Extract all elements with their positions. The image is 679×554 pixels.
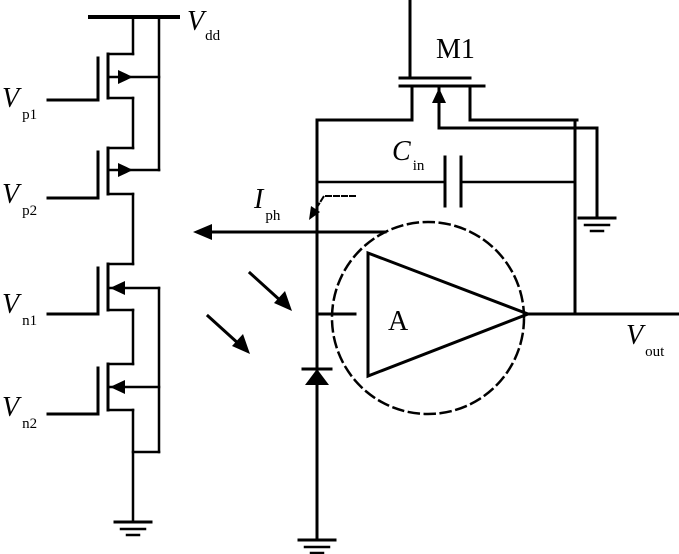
label-vn2: Vn2: [2, 392, 37, 432]
m1-arrow-icon: [432, 88, 446, 103]
pmos-p1: [46, 52, 161, 150]
nmos-n2-arrow-icon: [110, 380, 125, 394]
label-amp: A: [388, 306, 409, 337]
label-vdd: Vdd: [187, 6, 221, 44]
amplifier-triangle-icon: [366, 250, 533, 379]
light-arrow-lower-icon: [232, 334, 250, 354]
light-arrow-upper-icon: [274, 291, 292, 311]
light-arrow-lower: [205, 313, 250, 354]
capacitor-cin: [315, 155, 577, 208]
label-vp1: Vp1: [2, 83, 37, 123]
label-vp2: Vp2: [2, 179, 37, 219]
amplifier-dashed-circle: [330, 220, 526, 416]
pmos-p2: [46, 146, 161, 266]
label-iph: Iph: [253, 184, 281, 224]
ground-left-icon: [113, 520, 153, 537]
transistor-stack: [46, 15, 180, 537]
label-m1: M1: [436, 34, 475, 65]
nmos-n1: [46, 262, 161, 366]
label-vout: Vout: [626, 320, 665, 360]
iph-dashed-arrowhead-icon: [309, 206, 320, 220]
pmos-p1-arrow-icon: [118, 70, 133, 84]
pmos-p2-arrow-icon: [118, 163, 133, 177]
photodiode: [301, 367, 333, 385]
ground-m1-icon: [577, 216, 617, 233]
amplifier-a: [315, 220, 679, 416]
transistor-m1: [398, 0, 486, 130]
ground-bottom-icon: [297, 538, 337, 554]
light-arrow-upper: [247, 270, 292, 311]
label-vn1: Vn1: [2, 289, 37, 329]
nmos-n1-arrow-icon: [110, 281, 125, 295]
nmos-n2: [46, 362, 161, 416]
iph-arrowhead-icon: [193, 224, 212, 240]
current-iph-arrow: [193, 195, 387, 240]
photodiode-triangle-icon: [305, 369, 329, 385]
